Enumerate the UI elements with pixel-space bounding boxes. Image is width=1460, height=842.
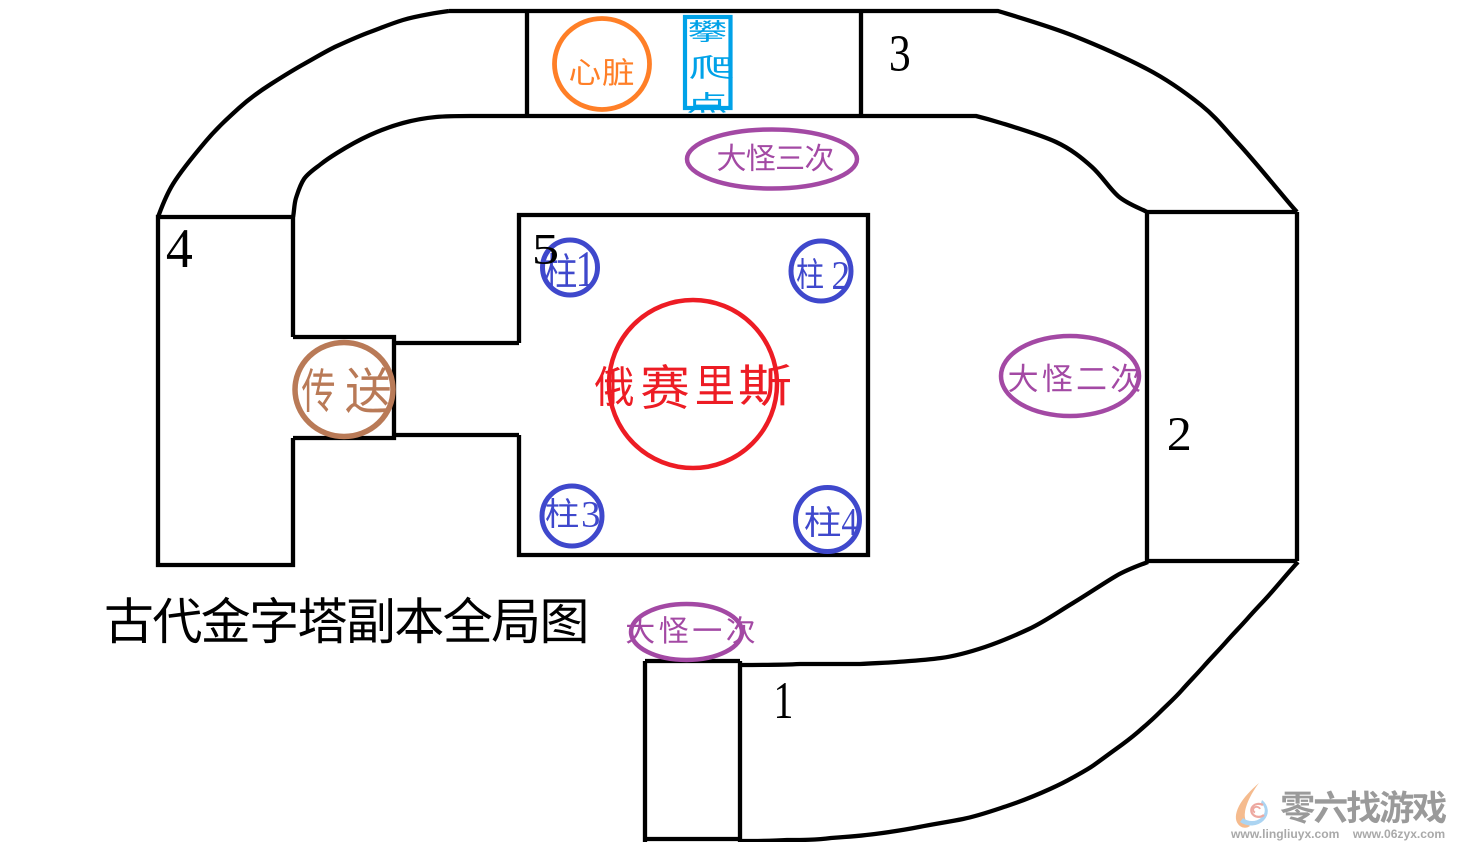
svg-text:www.lingliuyx.com www.06zyx: www.lingliuyx.com www.06zyx.com xyxy=(1230,827,1445,841)
